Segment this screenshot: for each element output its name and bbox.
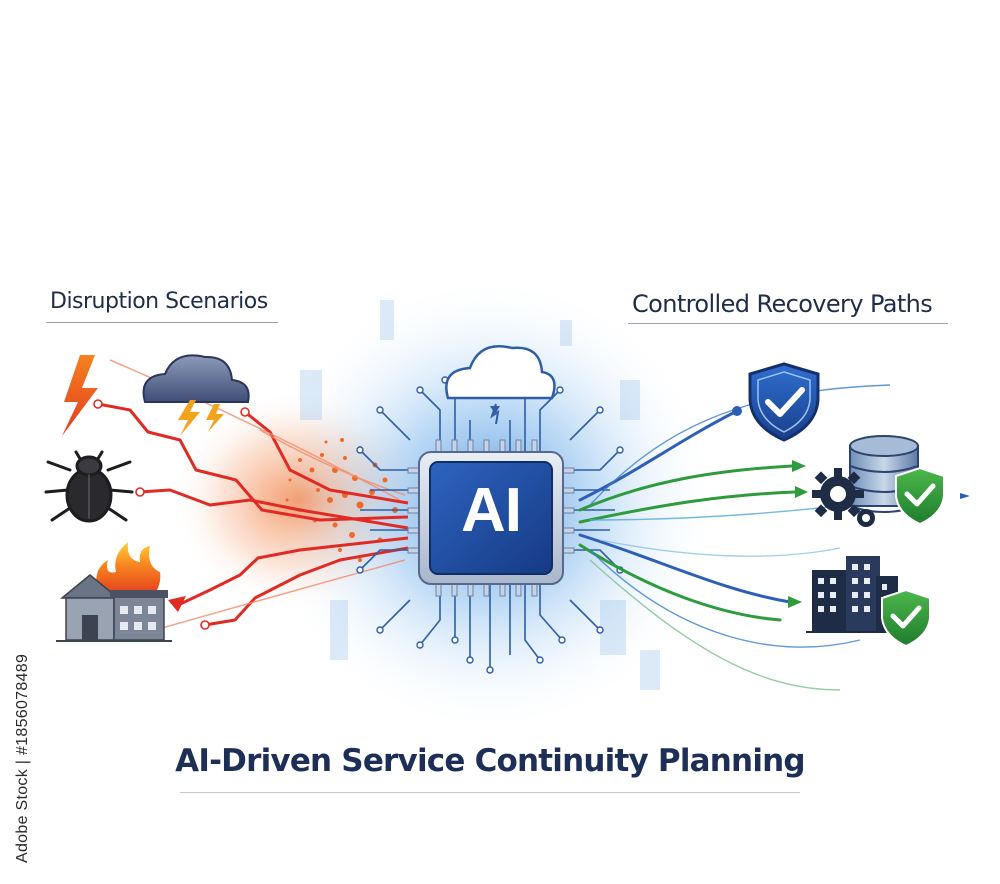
title-underline <box>180 792 800 793</box>
recovery-node <box>732 406 742 416</box>
lightning-bolt-icon <box>62 355 98 436</box>
stock-id-text: Adobe Stock | #1856078489 <box>11 630 31 865</box>
diagram-title: AI-Driven Service Continuity Planning <box>175 743 805 779</box>
disruption-terminals <box>93 399 250 630</box>
burning-building-icon <box>56 542 172 642</box>
arrow-head <box>792 460 806 472</box>
arrow-head <box>168 596 186 612</box>
office-building-check-icon <box>806 556 931 648</box>
stock-id-label: Adobe Stock | #1856078489 <box>14 653 31 863</box>
shield-check-icon <box>748 362 820 442</box>
recovery-lines <box>578 410 797 622</box>
heading-underline <box>46 322 278 323</box>
arrow-head <box>788 596 802 608</box>
arrow-head <box>960 493 970 499</box>
background-blocks <box>300 300 660 690</box>
disruption-scenarios-heading: Disruption Scenarios <box>50 289 268 314</box>
heading-underline <box>628 323 948 324</box>
ai-chip-icon <box>407 439 575 597</box>
arrow-head <box>795 486 808 498</box>
bug-icon <box>44 450 134 523</box>
ai-chip-label: AI <box>461 476 522 545</box>
database-check-icon <box>849 435 945 526</box>
recovery-paths-heading: Controlled Recovery Paths <box>632 290 933 318</box>
storm-cloud-icon <box>142 354 250 436</box>
disruption-lines <box>97 402 409 627</box>
cloud-icon <box>445 345 556 425</box>
